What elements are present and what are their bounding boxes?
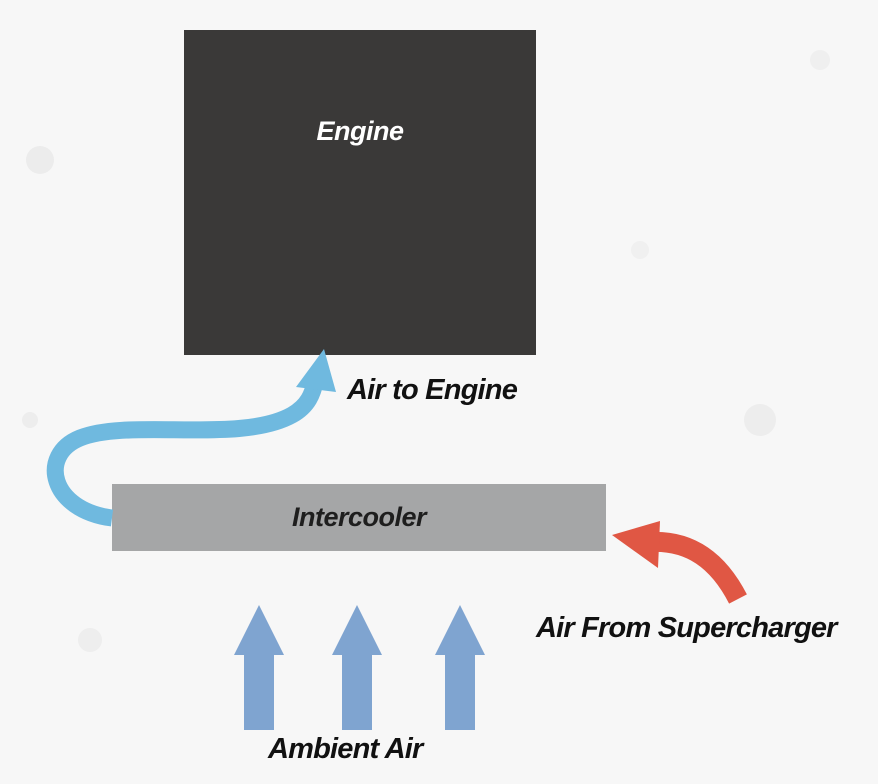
intercooler-label: Intercooler [291,502,427,532]
ambient-air-arrow-2 [332,605,382,730]
ambient-air-arrow-3 [435,605,485,730]
air-to-engine-arrow [46,349,336,527]
air-from-supercharger-label: Air From Supercharger [536,612,837,644]
ambient-air-arrow-1 [234,605,284,730]
ambient-air-label: Ambient Air [268,733,423,765]
engine-block: Engine [184,30,536,355]
engine-label: Engine [316,116,404,146]
air-from-supercharger-arrow [612,521,747,604]
air-to-engine-label: Air to Engine [347,374,518,406]
intercooler-block: Intercooler [112,484,606,551]
